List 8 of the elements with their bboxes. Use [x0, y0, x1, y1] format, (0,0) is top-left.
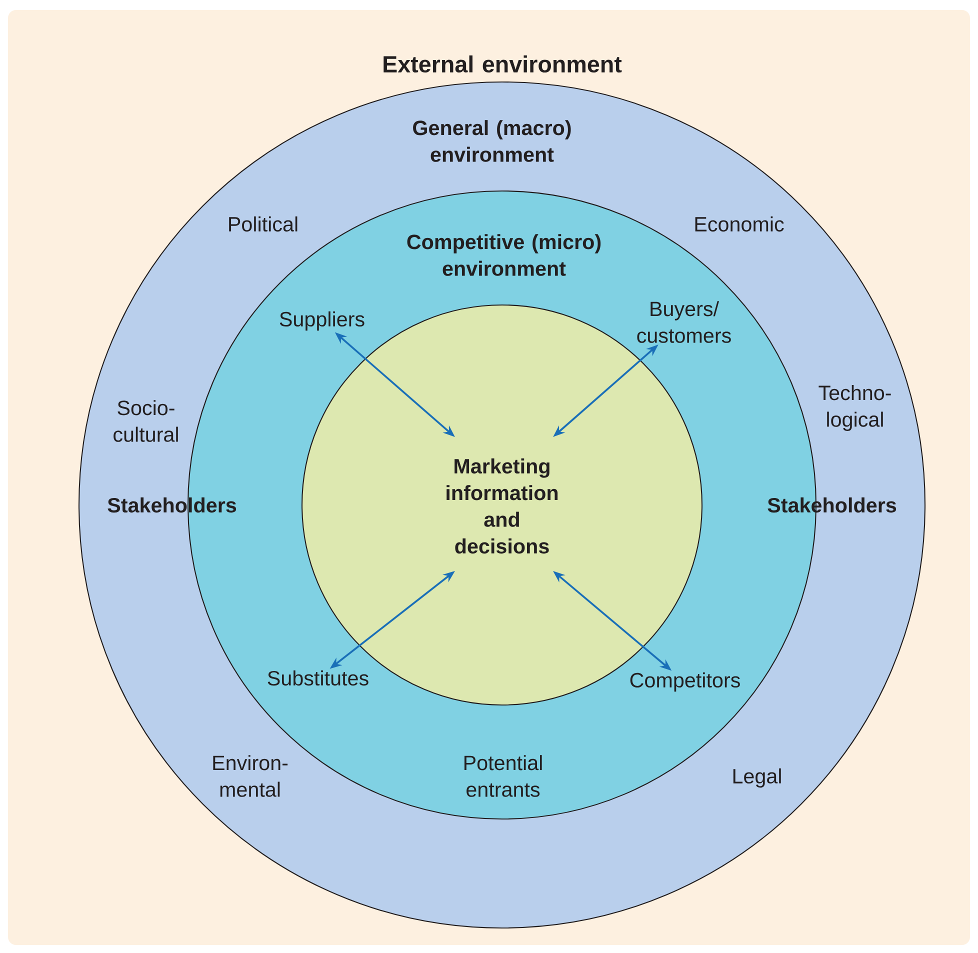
node-label: External environment: [384, 55, 622, 73]
factor-label: Potential entrants: [464, 755, 542, 797]
factor-label: Socio- cultural: [114, 400, 178, 442]
factor-label: Legal: [733, 768, 781, 788]
factor-label: Political: [229, 216, 298, 232]
factor-label: Techno- logical: [818, 385, 891, 431]
factor-label: Economic: [695, 216, 784, 232]
factor-label: Environ- mental: [213, 755, 288, 797]
